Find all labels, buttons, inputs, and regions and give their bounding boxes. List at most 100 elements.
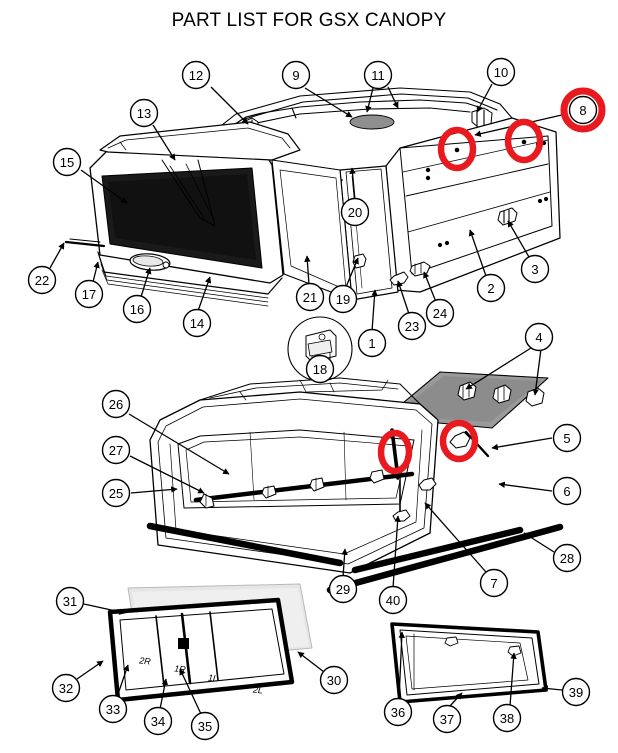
hatch-release-handle: [129, 253, 171, 271]
callout-circle-29: [328, 574, 358, 604]
figure-side-window-glass-assembly: [390, 622, 548, 704]
callout-9[interactable]: 9: [281, 60, 311, 90]
leader-line-28-0: [523, 532, 555, 553]
callout-circle-12: [181, 60, 211, 90]
callout-29[interactable]: 29: [328, 574, 358, 604]
leader-line-35-0: [179, 668, 202, 715]
leader-line-23-0: [396, 280, 410, 315]
callout-1[interactable]: 1: [357, 328, 387, 358]
callout-27[interactable]: 27: [101, 435, 131, 465]
callout-2[interactable]: 2: [476, 273, 506, 303]
callout-30[interactable]: 30: [319, 665, 349, 695]
callout-circle-24: [425, 298, 455, 328]
callout-circle-15: [52, 147, 82, 177]
callout-16[interactable]: 16: [122, 294, 152, 324]
callout-23[interactable]: 23: [397, 311, 427, 341]
callout-25[interactable]: 25: [101, 478, 131, 508]
callout-21[interactable]: 21: [295, 282, 325, 312]
callout-number-39: 39: [569, 685, 583, 700]
leader-line-14-0: [197, 276, 212, 312]
callout-circle-39: [561, 677, 591, 707]
callout-number-15: 15: [60, 155, 74, 170]
callout-number-21: 21: [303, 290, 317, 305]
callout-35[interactable]: 35: [190, 711, 220, 741]
callout-3[interactable]: 3: [520, 254, 550, 284]
red-highlight-rings: [377, 87, 606, 475]
pane-label-1r: 1R: [174, 663, 187, 674]
callout-11[interactable]: 11: [363, 60, 393, 90]
figure-canopy-side-window-view: [146, 371, 564, 594]
callout-circle-18: [305, 354, 335, 384]
roof-hinge-clip-right: [471, 107, 493, 129]
leader-line-20-0: [349, 167, 356, 201]
callout-circle-2: [476, 273, 506, 303]
callout-circle-32: [51, 673, 81, 703]
leader-line-12-0: [210, 86, 249, 125]
callout-circle-21: [295, 282, 325, 312]
callout-circle-20: [340, 197, 370, 227]
callout-22[interactable]: 22: [27, 265, 57, 295]
callout-circle-30: [319, 665, 349, 695]
callout-circle-4: [524, 322, 554, 352]
callout-31[interactable]: 31: [55, 586, 85, 616]
callout-number-3: 3: [531, 262, 538, 277]
rear-glass-hatch: [89, 149, 284, 284]
callout-32[interactable]: 32: [51, 673, 81, 703]
callout-8[interactable]: 8: [568, 95, 598, 125]
leader-line-26-0: [128, 413, 230, 475]
leader-line-25-0: [130, 486, 178, 494]
callout-36[interactable]: 36: [383, 697, 413, 727]
callout-number-25: 25: [109, 486, 123, 501]
callout-number-37: 37: [440, 712, 454, 727]
leader-line-29-0: [341, 548, 348, 578]
brand-emblem-decal: [64, 238, 106, 248]
roof-rail-clips: [457, 381, 545, 407]
canopy-roof-middle: [199, 377, 421, 405]
callout-7[interactable]: 7: [479, 568, 509, 598]
callout-number-4: 4: [535, 330, 542, 345]
highlight-strut-left-mid: [377, 429, 413, 475]
callout-24[interactable]: 24: [425, 298, 455, 328]
callout-40[interactable]: 40: [378, 585, 408, 615]
callout-39[interactable]: 39: [561, 677, 591, 707]
callout-number-8: 8: [579, 103, 586, 118]
leader-line-4-1: [532, 348, 542, 396]
callout-37[interactable]: 37: [432, 704, 462, 734]
leader-line-38-0: [509, 652, 517, 707]
callout-12[interactable]: 12: [181, 60, 211, 90]
callout-5[interactable]: 5: [552, 423, 582, 453]
leader-line-31-0: [83, 603, 126, 615]
callout-number-11: 11: [371, 68, 385, 83]
callout-33[interactable]: 33: [98, 694, 128, 724]
callout-15[interactable]: 15: [52, 147, 82, 177]
callout-38[interactable]: 38: [492, 703, 522, 733]
callout-circle-19: [328, 284, 358, 314]
callout-6[interactable]: 6: [552, 476, 582, 506]
leader-line-11-1: [387, 86, 399, 109]
callout-circle-9: [281, 60, 311, 90]
callout-number-17: 17: [82, 287, 96, 302]
callout-14[interactable]: 14: [182, 308, 212, 338]
callout-17[interactable]: 17: [74, 279, 104, 309]
callout-circle-16: [122, 294, 152, 324]
callout-10[interactable]: 10: [486, 57, 516, 87]
callout-26[interactable]: 26: [101, 389, 131, 419]
leader-line-34-0: [159, 678, 169, 710]
callout-28[interactable]: 28: [552, 543, 582, 573]
callout-4[interactable]: 4: [524, 322, 554, 352]
callout-13[interactable]: 13: [129, 98, 159, 128]
callout-number-34: 34: [151, 714, 165, 729]
callout-18[interactable]: 18: [305, 354, 335, 384]
callout-number-9: 9: [292, 68, 299, 83]
callout-circle-5: [552, 423, 582, 453]
callout-circle-40: [378, 585, 408, 615]
leader-line-24-0: [423, 271, 437, 303]
callout-circle-22: [27, 265, 57, 295]
callout-circle-8: [568, 95, 598, 125]
callout-34[interactable]: 34: [143, 706, 173, 736]
callout-19[interactable]: 19: [328, 284, 358, 314]
callout-20[interactable]: 20: [340, 197, 370, 227]
leader-line-2-0: [468, 229, 487, 277]
callout-number-30: 30: [327, 673, 341, 688]
